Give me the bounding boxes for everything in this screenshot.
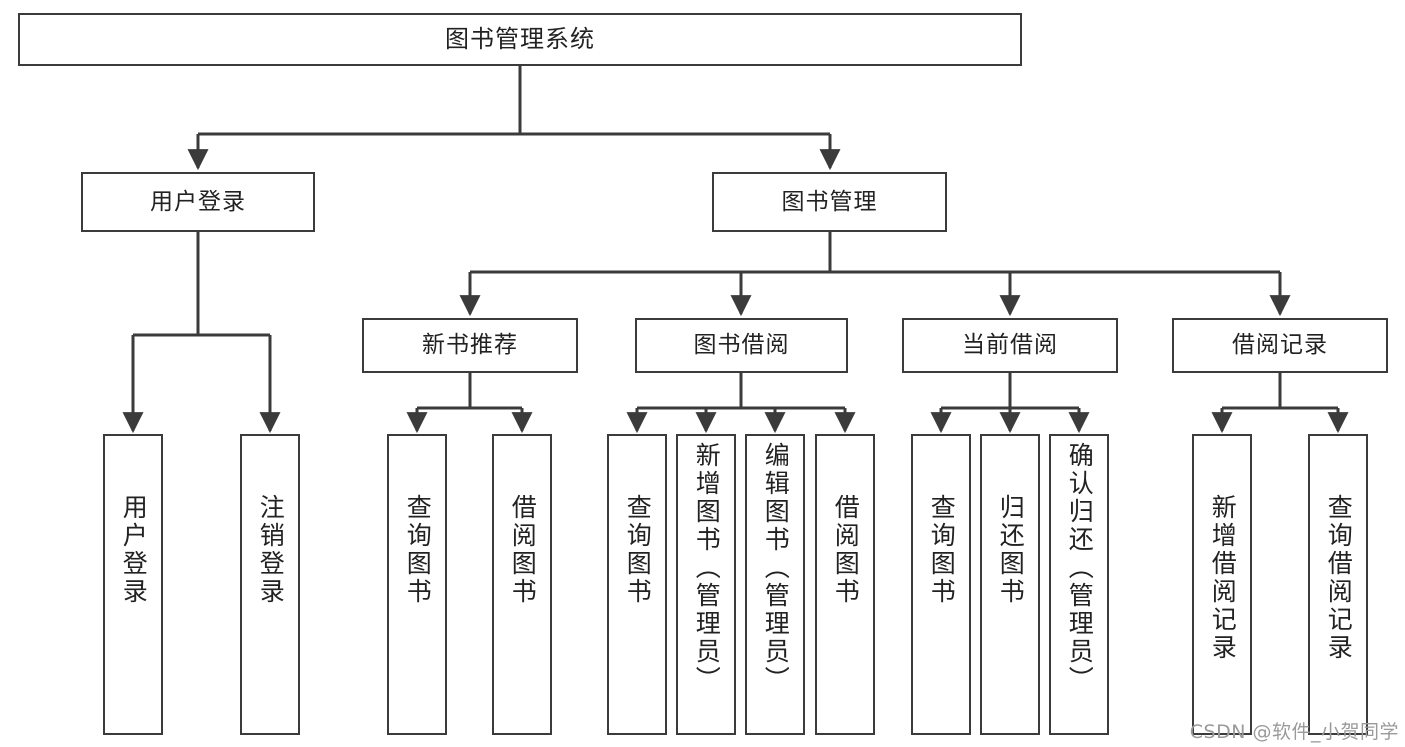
node-label: 查询图书 [927, 494, 957, 606]
node-label: 用户登录 [119, 494, 149, 606]
node-leaf-query-borrow-record[interactable]: 查询借阅记录 [1308, 434, 1368, 735]
node-label: 查询图书 [403, 494, 433, 606]
node-label: 图书管理系统 [445, 24, 595, 53]
node-label: 图书管理 [781, 188, 878, 215]
node-user-login[interactable]: 用户登录 [81, 172, 315, 232]
node-book-management[interactable]: 图书管理 [712, 172, 947, 232]
node-label: 查询借阅记录 [1324, 494, 1354, 662]
node-label: 借阅图书 [831, 494, 861, 606]
node-label: 新书推荐 [422, 332, 518, 359]
node-label: 注销登录 [256, 494, 286, 606]
node-leaf-query-book-newbook[interactable]: 查询图书 [387, 434, 447, 735]
node-root-book-management-system[interactable]: 图书管理系统 [18, 13, 1022, 66]
node-leaf-user-login[interactable]: 用户登录 [103, 434, 163, 735]
node-leaf-confirm-return-admin[interactable]: 确认归还（管理员） [1049, 434, 1109, 735]
node-label: 新增借阅记录 [1208, 494, 1238, 662]
node-label: 图书借阅 [693, 332, 790, 359]
node-label: 查询图书 [623, 494, 653, 606]
node-label: 用户登录 [150, 188, 246, 215]
node-label: 借阅记录 [1232, 332, 1328, 359]
watermark-text: CSDN @软件_小贺同学 [1189, 721, 1399, 743]
node-leaf-add-book-admin[interactable]: 新增图书（管理员） [676, 434, 736, 735]
node-book-borrow[interactable]: 图书借阅 [635, 318, 848, 373]
node-leaf-borrow-book[interactable]: 借阅图书 [815, 434, 875, 735]
node-current-borrow[interactable]: 当前借阅 [902, 318, 1118, 373]
node-new-book-recommend[interactable]: 新书推荐 [362, 318, 578, 373]
node-label: 借阅图书 [508, 494, 538, 606]
node-leaf-logout[interactable]: 注销登录 [240, 434, 300, 735]
node-label: 新增图书（管理员） [692, 442, 722, 694]
node-leaf-add-borrow-record[interactable]: 新增借阅记录 [1192, 434, 1252, 735]
node-label: 归还图书 [996, 494, 1026, 606]
node-label: 编辑图书（管理员） [761, 442, 791, 694]
node-leaf-query-book-borrow[interactable]: 查询图书 [607, 434, 667, 735]
node-label: 确认归还（管理员） [1065, 442, 1095, 694]
node-borrow-record[interactable]: 借阅记录 [1172, 318, 1388, 373]
node-label: 当前借阅 [962, 332, 1058, 359]
node-leaf-edit-book-admin[interactable]: 编辑图书（管理员） [745, 434, 805, 735]
node-leaf-borrow-book-newbook[interactable]: 借阅图书 [492, 434, 552, 735]
node-leaf-return-book[interactable]: 归还图书 [980, 434, 1040, 735]
node-leaf-query-book-current[interactable]: 查询图书 [911, 434, 971, 735]
